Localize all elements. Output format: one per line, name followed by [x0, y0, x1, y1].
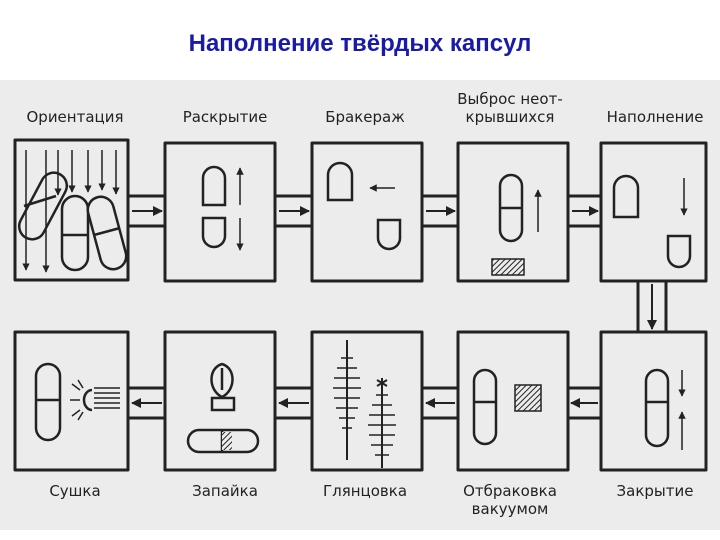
stage-box-unopened-ejection [456, 141, 570, 283]
unopened-capsule [498, 173, 524, 243]
filling-capsule [612, 174, 692, 269]
label-vacuum-rejection: Отбраковка [463, 482, 557, 500]
stage-box-closing [599, 330, 708, 472]
vertical-channel [636, 281, 668, 332]
process-diagram [13, 138, 708, 472]
label-drying: Сушка [49, 482, 101, 500]
polishing-brushes [333, 340, 396, 468]
flow-arrows [131, 206, 657, 408]
label-closing: Закрытие [616, 482, 694, 500]
stage-box-vacuum-rejection [456, 330, 570, 472]
vacuum-capsule [472, 368, 498, 446]
sealing-capsule [186, 428, 260, 454]
label-opening: Раскрытие [182, 108, 268, 126]
top-channels [128, 194, 601, 228]
rejection-capsule [326, 161, 402, 251]
sealing-tool [210, 362, 236, 412]
bottom-channels [128, 386, 601, 420]
stage-box-rejection [310, 141, 424, 283]
stage-box-orientation [13, 138, 130, 282]
label-polishing: Глянцовка [322, 482, 408, 500]
label-sealing: Запайка [192, 482, 258, 500]
label-vacuum-rejection-line2: вакуумом [471, 500, 549, 518]
label-unopened-ejection-line2: крывшихся [465, 108, 555, 126]
stage-box-opening [163, 141, 277, 283]
stage-box-drying [13, 330, 130, 472]
label-rejection: Бракераж [325, 108, 405, 126]
orientation-arrows [22, 150, 120, 273]
vacuum-port [514, 384, 542, 412]
opening-capsule [201, 165, 227, 249]
drying-heater-icon [70, 379, 120, 421]
label-filling: Наполнение [606, 108, 704, 126]
closing-capsule [644, 368, 670, 448]
drying-capsule [34, 362, 62, 442]
stage-box-filling [599, 141, 708, 283]
label-orientation: Ориентация [26, 108, 124, 126]
stage-box-polishing [310, 330, 424, 472]
ejection-port [491, 258, 525, 276]
page-title: Наполнение твёрдых капсул [188, 30, 532, 57]
label-unopened-ejection: Выброс неот- [457, 90, 563, 108]
stage-box-sealing [163, 330, 277, 472]
